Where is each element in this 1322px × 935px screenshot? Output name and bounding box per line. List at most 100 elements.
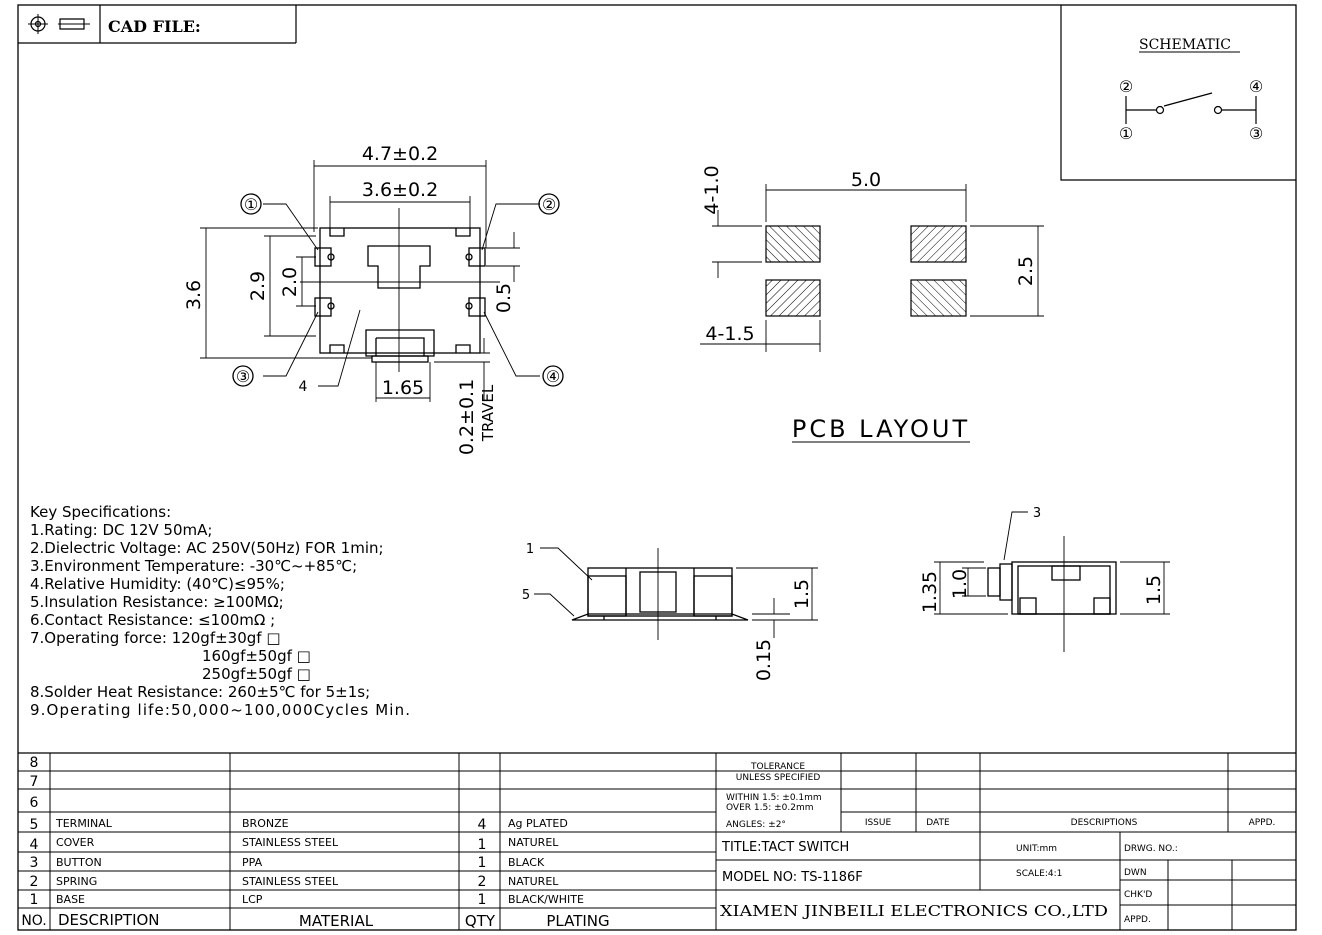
title-value: TITLE:TACT SWITCH <box>721 840 849 855</box>
model-value: MODEL NO: TS-1186F <box>722 870 863 885</box>
pcb-pad-bottom-left <box>765 279 821 317</box>
bom-row-6: 6 <box>30 795 39 811</box>
bom-mat: STAINLESS STEEL <box>242 836 339 849</box>
dim-width-outer: 4.7±0.2 <box>362 143 438 165</box>
schematic-pin-2: ② <box>1119 77 1133 96</box>
appd-header: APPD. <box>1249 818 1276 828</box>
side-callout-5: 5 <box>522 588 530 603</box>
bom-row-5: 5 TERMINAL BRONZE 4 Ag PLATED <box>30 817 568 833</box>
pcb-dim-span: 5.0 <box>851 169 881 191</box>
spec-line-9: 250gf±50gf □ <box>202 665 311 683</box>
dim-button-width: 1.65 <box>382 377 424 399</box>
callout-part-4: 4 <box>299 379 308 395</box>
bom-no: 7 <box>30 774 39 790</box>
pcb-dim-height: 2.5 <box>1015 256 1037 286</box>
schematic-pin-3: ③ <box>1249 124 1263 143</box>
bom-qty: 2 <box>478 874 487 890</box>
bom-header-mat: MATERIAL <box>299 912 374 930</box>
side-dim-height: 1.5 <box>791 579 813 609</box>
descriptions-header: DESCRIPTIONS <box>1071 818 1138 828</box>
pcb-pad-top-right <box>910 225 967 263</box>
scale-value: SCALE:4:1 <box>1016 869 1062 879</box>
bom-no: 3 <box>30 855 39 871</box>
spec-line-7: 7.Operating force: 120gf±30gf □ <box>30 629 281 647</box>
spec-line-2: 2.Dielectric Voltage: AC 250V(50Hz) FOR … <box>30 539 384 557</box>
dim-height-b: 2.0 <box>279 267 301 297</box>
date-header: DATE <box>926 818 950 828</box>
top-view <box>200 160 564 402</box>
tolerance-over: OVER 1.5: ±0.2mm <box>726 803 813 813</box>
bom-table <box>18 752 1296 930</box>
tolerance-label-1: TOLERANCE <box>750 762 805 772</box>
spec-line-4: 4.Relative Humidity: (40℃)≤95%; <box>30 575 285 593</box>
bom-plat: BLACK/WHITE <box>508 893 584 906</box>
bom-row-7: 7 <box>30 774 39 790</box>
dim-pin-width: 0.5 <box>493 283 515 313</box>
cad-header: CAD FILE: <box>18 5 297 44</box>
bom-header-row: NO. DESCRIPTION MATERIAL QTY PLATING <box>21 911 609 930</box>
bom-mat: BRONZE <box>242 817 289 830</box>
company-name: XIAMEN JINBEILI ELECTRONICS CO.,LTD <box>720 904 1108 920</box>
callout-2: ② <box>542 195 556 214</box>
spec-line-6: 6.Contact Resistance: ≤100mΩ ; <box>30 611 275 629</box>
unit-value: UNIT:mm <box>1016 844 1057 854</box>
side-dim-base: 0.15 <box>753 639 775 681</box>
callout-1: ① <box>244 195 258 214</box>
chkd-label: CHK'D <box>1124 890 1152 900</box>
bom-desc: COVER <box>56 836 95 849</box>
dwn-label: DWN <box>1124 868 1147 878</box>
bom-rows: 8 7 6 5 TERMINAL BRONZE 4 Ag PLATED 4 CO… <box>21 755 609 930</box>
dim-travel-label: TRAVEL <box>479 384 497 442</box>
bom-row-2: 2 SPRING STAINLESS STEEL 2 NATUREL <box>30 874 560 890</box>
bom-qty: 4 <box>478 817 487 833</box>
dim-travel-value: 0.2±0.1 <box>456 379 478 455</box>
bom-header-plat: PLATING <box>546 912 609 930</box>
bom-plat: BLACK <box>508 856 545 869</box>
key-specifications: Key Specifications: 1.Rating: DC 12V 50m… <box>30 503 410 719</box>
bom-no: 5 <box>30 817 39 833</box>
appd-label: APPD. <box>1124 915 1151 925</box>
callout-3: ③ <box>236 367 250 386</box>
spec-line-11: 9.Operating life:50,000~100,000Cycles Mi… <box>30 701 410 719</box>
tolerance-angles: ANGLES: ±2° <box>726 820 786 830</box>
tolerance-label-2: UNLESS SPECIFIED <box>736 773 821 783</box>
bom-desc: TERMINAL <box>55 817 113 830</box>
pcb-dim-pad-width: 4-1.5 <box>705 323 754 345</box>
bom-qty: 1 <box>478 837 487 853</box>
side-view-labels: 1 5 1.5 0.15 <box>522 542 813 681</box>
pcb-layout-title: PCB LAYOUT <box>792 415 970 443</box>
dim-height-total: 3.6 <box>183 280 205 310</box>
spec-line-5: 5.Insulation Resistance: ≥100MΩ; <box>30 593 284 611</box>
tolerance-within: WITHIN 1.5: ±0.1mm <box>726 793 822 803</box>
spec-line-3: 3.Environment Temperature: -30℃~+85℃; <box>30 557 357 575</box>
bom-desc: SPRING <box>56 875 97 888</box>
bom-qty: 1 <box>478 855 487 871</box>
schematic: SCHEMATIC ② ④ ① ③ <box>1060 5 1296 181</box>
bom-plat: Ag PLATED <box>508 817 568 830</box>
callout-4: ④ <box>546 367 560 386</box>
bom-plat: NATUREL <box>508 836 559 849</box>
side-callout-1: 1 <box>526 542 534 557</box>
bom-header-no: NO. <box>21 913 46 929</box>
pcb-dim-pad-height: 4-1.0 <box>701 165 723 214</box>
end-dim-b: 1.0 <box>949 569 971 599</box>
bom-row-3: 3 BUTTON PPA 1 BLACK <box>30 855 545 871</box>
issue-header: ISSUE <box>865 818 892 828</box>
sheet-border <box>17 4 1297 931</box>
end-dim-c: 1.5 <box>1143 575 1165 605</box>
bom-no: 6 <box>30 795 39 811</box>
schematic-pin-4: ④ <box>1249 77 1263 96</box>
bom-no: 1 <box>30 892 39 908</box>
cad-file-label: CAD FILE: <box>108 17 201 36</box>
bom-no: 8 <box>30 755 39 771</box>
bom-no: 2 <box>30 874 39 890</box>
schematic-pin-1: ① <box>1119 124 1133 143</box>
top-view-labels: 4.7±0.2 3.6±0.2 3.6 2.9 2.0 0.5 1.65 0.2… <box>183 143 560 455</box>
schematic-title: SCHEMATIC <box>1139 37 1231 53</box>
bom-desc: BASE <box>56 893 85 906</box>
spec-line-10: 8.Solder Heat Resistance: 260±5℃ for 5±1… <box>30 683 370 701</box>
end-dim-a: 1.35 <box>919 571 941 613</box>
bom-mat: LCP <box>242 893 263 906</box>
pcb-labels: 4-1.0 5.0 2.5 4-1.5 PCB LAYOUT <box>701 165 1037 443</box>
